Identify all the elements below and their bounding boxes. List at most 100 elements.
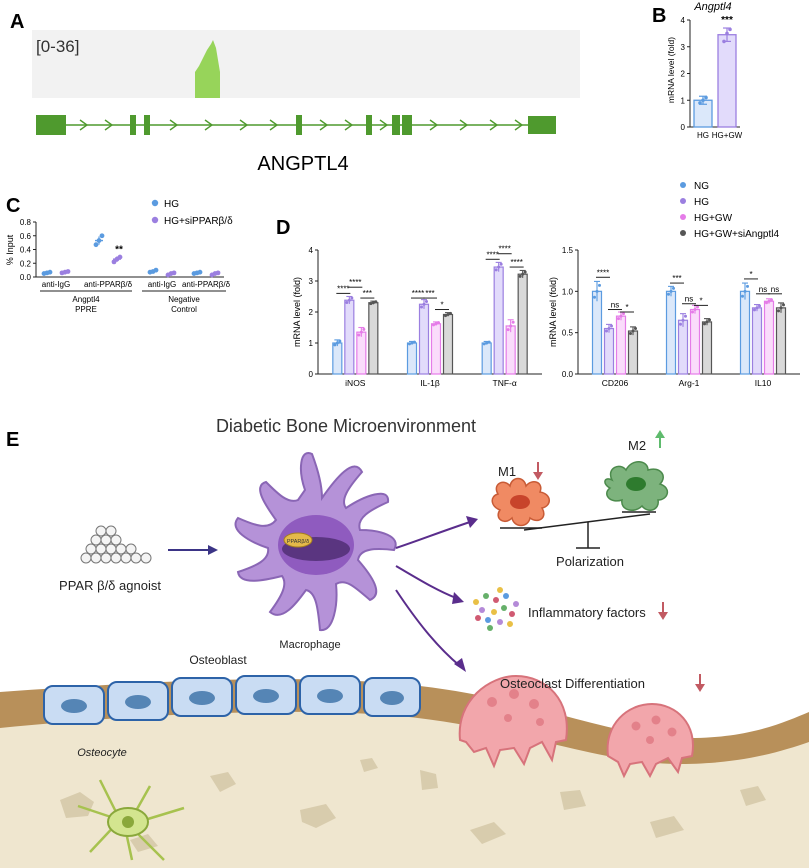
inflammation-down-arrowhead (658, 612, 668, 620)
data-point (595, 289, 599, 293)
bar (430, 323, 442, 375)
legend-marker-hg-gw (680, 214, 686, 220)
y-tick-label: 2 (309, 308, 314, 317)
data-point (432, 323, 435, 327)
osteoblast-layer (43, 675, 421, 725)
significance-label: *** (672, 274, 681, 283)
arrow-to-polarization (395, 521, 471, 549)
y-tick-label: 0.4 (20, 246, 32, 255)
bar (603, 327, 615, 375)
y-tick-label: 0 (309, 370, 314, 379)
data-point (369, 302, 373, 306)
data-point (598, 283, 601, 287)
data-point (741, 294, 744, 298)
data-point (631, 329, 635, 333)
x-tick-label: IL-1β (420, 378, 440, 388)
bar (481, 342, 492, 375)
panel-label-b: B (652, 5, 666, 27)
arrow-head (208, 545, 218, 555)
y-tick-label: 1 (309, 339, 314, 348)
bar (739, 290, 751, 375)
data-point (703, 322, 706, 326)
data-point (684, 314, 687, 318)
data-point (374, 300, 378, 304)
bar (493, 266, 504, 375)
gene-exon (402, 115, 412, 135)
data-point (755, 306, 759, 310)
coverage-peak (195, 40, 220, 98)
m2-label: M2 (628, 438, 646, 453)
significance-label: * (440, 301, 443, 310)
panel-a: A [0-36] ANGPTL4 (10, 11, 580, 175)
data-point (96, 238, 102, 243)
cytokine-dots (473, 587, 519, 631)
significance-label: **** (498, 245, 510, 254)
data-point (722, 39, 726, 44)
x-tick-label: anti-PPARβ/δ (84, 280, 133, 289)
data-point (610, 324, 613, 328)
data-point (335, 341, 339, 345)
legend-label-hg-gw: HG+GW (694, 213, 733, 224)
data-point (422, 302, 426, 306)
x-tick-label: anti-IgG (42, 280, 70, 289)
chart-d-legend: NG HG HG+GW HG+GW+siAngptl4 (680, 181, 779, 240)
data-point (509, 324, 513, 328)
data-point (605, 329, 608, 333)
data-point (672, 286, 675, 290)
region-label: Angptl4 (72, 295, 100, 304)
osteocyte-label: Osteocyte (77, 747, 127, 759)
y-tick-label: 1 (681, 96, 686, 105)
data-point (704, 95, 708, 100)
arrow-head (452, 592, 464, 604)
data-point (371, 301, 375, 305)
data-point (446, 312, 450, 316)
osteoblast-cell (299, 675, 361, 715)
significance-label: ns (759, 285, 767, 294)
significance-label: ns (611, 301, 619, 310)
data-point (345, 300, 349, 304)
chart-b-title: Angptl4 (693, 1, 731, 13)
m2-cell (604, 461, 669, 511)
significance-label: **** (510, 258, 522, 267)
data-point (449, 311, 452, 315)
bar (368, 302, 379, 375)
y-tick-label: 0.5 (562, 329, 574, 338)
data-point (725, 31, 729, 36)
osteoclast-cell (606, 702, 694, 779)
data-point (93, 242, 99, 248)
gene-name: ANGPTL4 (257, 153, 348, 175)
data-point (693, 308, 697, 312)
bar (689, 308, 701, 375)
significance-label: **** (486, 250, 498, 259)
data-point (743, 289, 747, 293)
significance-label: **** (337, 284, 349, 293)
data-point (753, 308, 756, 312)
osteoclast-cell (458, 674, 568, 769)
significance-label: **** (349, 278, 361, 287)
legend-label-hg-gw-si: HG+GW+siAngptl4 (694, 229, 779, 240)
gene-model (36, 115, 556, 135)
data-point (777, 309, 780, 313)
bar (332, 342, 343, 375)
y-tick-label: 0.8 (20, 218, 32, 227)
osteoblast-cell (107, 681, 169, 721)
bar (701, 321, 713, 375)
gene-exon (528, 116, 556, 134)
chart-d2-ylabel: mRNA level (fold) (548, 277, 558, 347)
y-tick-label: 0.0 (20, 273, 32, 282)
bar (751, 307, 763, 375)
legend-marker-hg (151, 199, 159, 207)
bar (775, 307, 787, 375)
bar (418, 303, 430, 375)
polarization-label: Polarization (556, 554, 624, 569)
significance-label: ns (771, 285, 779, 294)
data-point (482, 342, 486, 346)
inflammatory-label: Inflammatory factors (528, 605, 646, 620)
data-point (99, 233, 105, 239)
panel-label-a: A (10, 11, 24, 33)
data-point (698, 101, 702, 105)
